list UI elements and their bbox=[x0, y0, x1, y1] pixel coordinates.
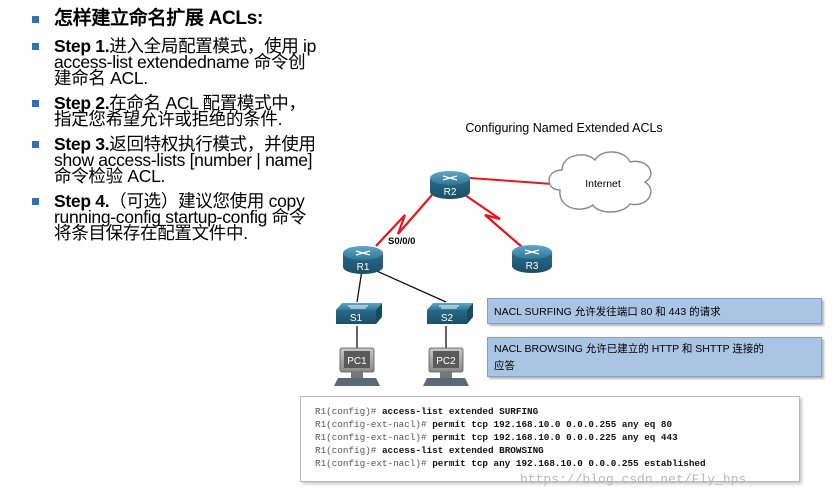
cli-line: R1(config)# access-list extended BROWSIN… bbox=[315, 445, 544, 456]
step-4-label: Step 4. bbox=[54, 191, 110, 211]
cli-config-box: R1(config)# access-list extended SURFING… bbox=[300, 396, 800, 482]
router-r3-icon: R3 bbox=[512, 245, 552, 273]
diagram-title: Configuring Named Extended ACLs bbox=[465, 121, 662, 135]
step-1-label: Step 1. bbox=[54, 36, 110, 56]
link-r1-s1 bbox=[356, 269, 363, 303]
serial-interface-label: S0/0/0 bbox=[388, 236, 415, 247]
pc2-label: PC2 bbox=[436, 356, 456, 367]
switch-s1-label: S1 bbox=[350, 313, 363, 324]
bullet-marker bbox=[32, 198, 39, 205]
pc1-icon: PC1 bbox=[334, 347, 380, 386]
router-r1-icon: R1 bbox=[343, 246, 383, 274]
step-2-label: Step 2. bbox=[54, 93, 110, 113]
internet-cloud-icon: Internet bbox=[548, 151, 652, 213]
switch-s2-label: S2 bbox=[441, 313, 454, 324]
bullet-marker bbox=[32, 100, 39, 107]
note-surfing: NACL SURFING 允许发往端口 80 和 443 的请求 bbox=[487, 298, 822, 324]
watermark-text: https://blog.csdn.net/Fly_hps bbox=[520, 472, 747, 487]
switch-s2-icon: S2 bbox=[427, 303, 473, 324]
bullet-marker bbox=[32, 43, 39, 50]
bullet-marker bbox=[32, 16, 39, 23]
router-r3-label: R3 bbox=[526, 261, 539, 272]
note-browsing: NACL BROWSING 允许已建立的 HTTP 和 SHTTP 连接的 应答 bbox=[487, 337, 822, 377]
internet-label: Internet bbox=[585, 178, 621, 190]
serial-link-r2-r3 bbox=[461, 192, 523, 248]
switch-s1-icon: S1 bbox=[336, 303, 382, 324]
pc1-label: PC1 bbox=[347, 356, 367, 367]
serial-link-r1-r2 bbox=[375, 194, 433, 247]
cli-line: R1(config-ext-nacl)# permit tcp 192.168.… bbox=[315, 432, 678, 443]
router-r2-label: R2 bbox=[444, 187, 457, 198]
pc2-icon: PC2 bbox=[423, 347, 469, 386]
cli-line: R1(config)# access-list extended SURFING bbox=[315, 406, 539, 417]
link-r1-s2 bbox=[369, 267, 447, 303]
step-3-label: Step 3. bbox=[54, 134, 110, 154]
cli-line: R1(config-ext-nacl)# permit tcp 192.168.… bbox=[315, 419, 673, 430]
instructions-title: 怎样建立命名扩展 ACLs: bbox=[30, 8, 345, 30]
bullet-marker bbox=[32, 141, 39, 148]
router-r1-label: R1 bbox=[357, 262, 370, 273]
router-r2-icon: R2 bbox=[430, 171, 470, 199]
step-2: Step 2.在命名 ACL 配置模式中，指定您希望允许或拒绝的条件. bbox=[30, 93, 345, 128]
link-r2-internet bbox=[469, 177, 553, 185]
cli-line: R1(config-ext-nacl)# permit tcp any 192.… bbox=[315, 458, 706, 469]
